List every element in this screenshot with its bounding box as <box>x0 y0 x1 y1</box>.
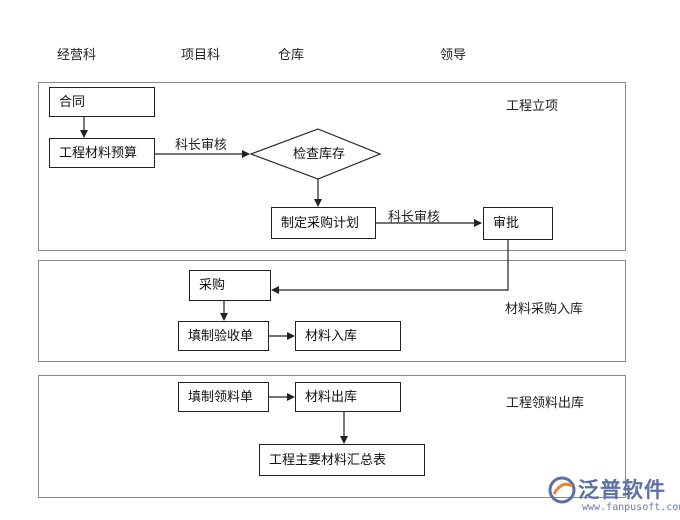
fanpu-logo-name: 泛普软件 <box>578 478 666 502</box>
fanpu-logo-url: www.fanpusoft.com <box>582 502 680 513</box>
column-header-leadership: 领导 <box>440 48 467 63</box>
node-material-budget: 工程材料预算 <box>49 138 155 168</box>
column-header-warehouse: 仓库 <box>278 48 305 63</box>
edge-approve-to-purchase <box>271 240 509 294</box>
section-label-requisition-stock-out: 工程领料出库 <box>506 396 585 411</box>
column-header-business: 经营科 <box>57 48 97 63</box>
node-purchase: 采购 <box>189 270 271 301</box>
node-contract: 合同 <box>49 87 155 117</box>
column-header-project: 项目科 <box>181 48 221 63</box>
edge-label-section-chief-review-1: 科长审核 <box>175 138 228 153</box>
node-purchase-plan: 制定采购计划 <box>271 207 376 239</box>
node-summary-table: 工程主要材料汇总表 <box>259 444 425 476</box>
node-material-stock-in: 材料入库 <box>295 321 401 351</box>
fanpu-logo: 泛普软件 www.fanpusoft.com <box>548 474 680 516</box>
edge-label-section-chief-review-2: 科长审核 <box>388 210 441 225</box>
node-approve: 审批 <box>483 207 553 240</box>
node-acceptance-form: 填制验收单 <box>178 321 269 351</box>
node-check-stock: 检查库存 <box>292 146 345 162</box>
section-label-project-initiation: 工程立项 <box>506 99 559 114</box>
node-requisition-form: 填制领料单 <box>178 382 269 412</box>
node-material-stock-out: 材料出库 <box>295 382 401 412</box>
section-label-purchase-stock-in: 材料采购入库 <box>505 302 584 317</box>
fanpu-logo-icon <box>548 476 576 504</box>
